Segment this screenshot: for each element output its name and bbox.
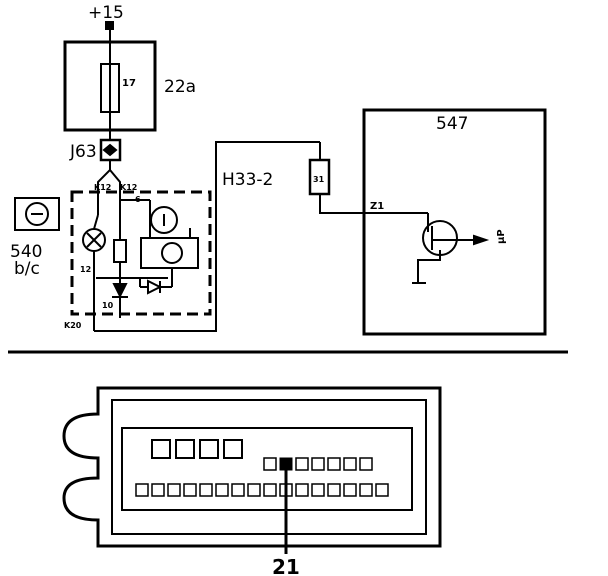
supply-label: +15 — [88, 3, 124, 23]
diode-left — [112, 283, 128, 299]
pin-row-lower — [135, 483, 389, 497]
connector-j63-pin — [102, 143, 118, 157]
connector-inner-frame — [111, 399, 427, 535]
wire-h33-to-547 — [319, 194, 428, 214]
gauge-label-2: b/c — [14, 259, 40, 279]
connector-housing — [62, 386, 442, 548]
diode-right — [147, 279, 163, 295]
pin-k12-left: K12 — [94, 183, 111, 192]
supply-terminal — [105, 21, 114, 30]
pin-k20: K20 — [64, 321, 82, 330]
pin-row-upper — [263, 457, 373, 471]
gauge-symbol — [14, 197, 60, 231]
pin-10: 10 — [102, 301, 114, 310]
gauge-module — [140, 237, 199, 269]
pin-6: 6 — [135, 195, 141, 204]
module-547-output: µP — [496, 229, 507, 244]
module-547-pin: Z1 — [370, 201, 384, 212]
fuse-number: 17 — [122, 78, 136, 89]
pin-12: 12 — [80, 265, 91, 274]
pin-21 — [279, 457, 293, 471]
fuse-box-22a — [63, 40, 157, 132]
connector-h33-pin: 31 — [313, 175, 325, 184]
pin-row-large — [151, 439, 243, 459]
connector-h33-label: H33-2 — [222, 170, 273, 190]
wire-j63-split — [97, 160, 111, 215]
fuse-17 — [100, 63, 120, 113]
gauge-coil — [161, 242, 183, 264]
pin-k12-right: K12 — [120, 183, 137, 192]
wire-j63-split-right — [109, 169, 121, 240]
module-547 — [362, 108, 547, 336]
fuse-box-label: 22a — [164, 77, 196, 97]
wire-k20-to-h33 — [94, 141, 320, 332]
pin-callout-label: 21 — [272, 555, 300, 576]
connector-pin-field — [121, 427, 413, 511]
module-547-label: 547 — [436, 114, 468, 134]
connector-j63-label: J63 — [69, 142, 97, 162]
gauge-label-1: 540 — [10, 242, 42, 262]
instrument-panel-box — [70, 190, 212, 316]
resistor — [113, 239, 127, 263]
